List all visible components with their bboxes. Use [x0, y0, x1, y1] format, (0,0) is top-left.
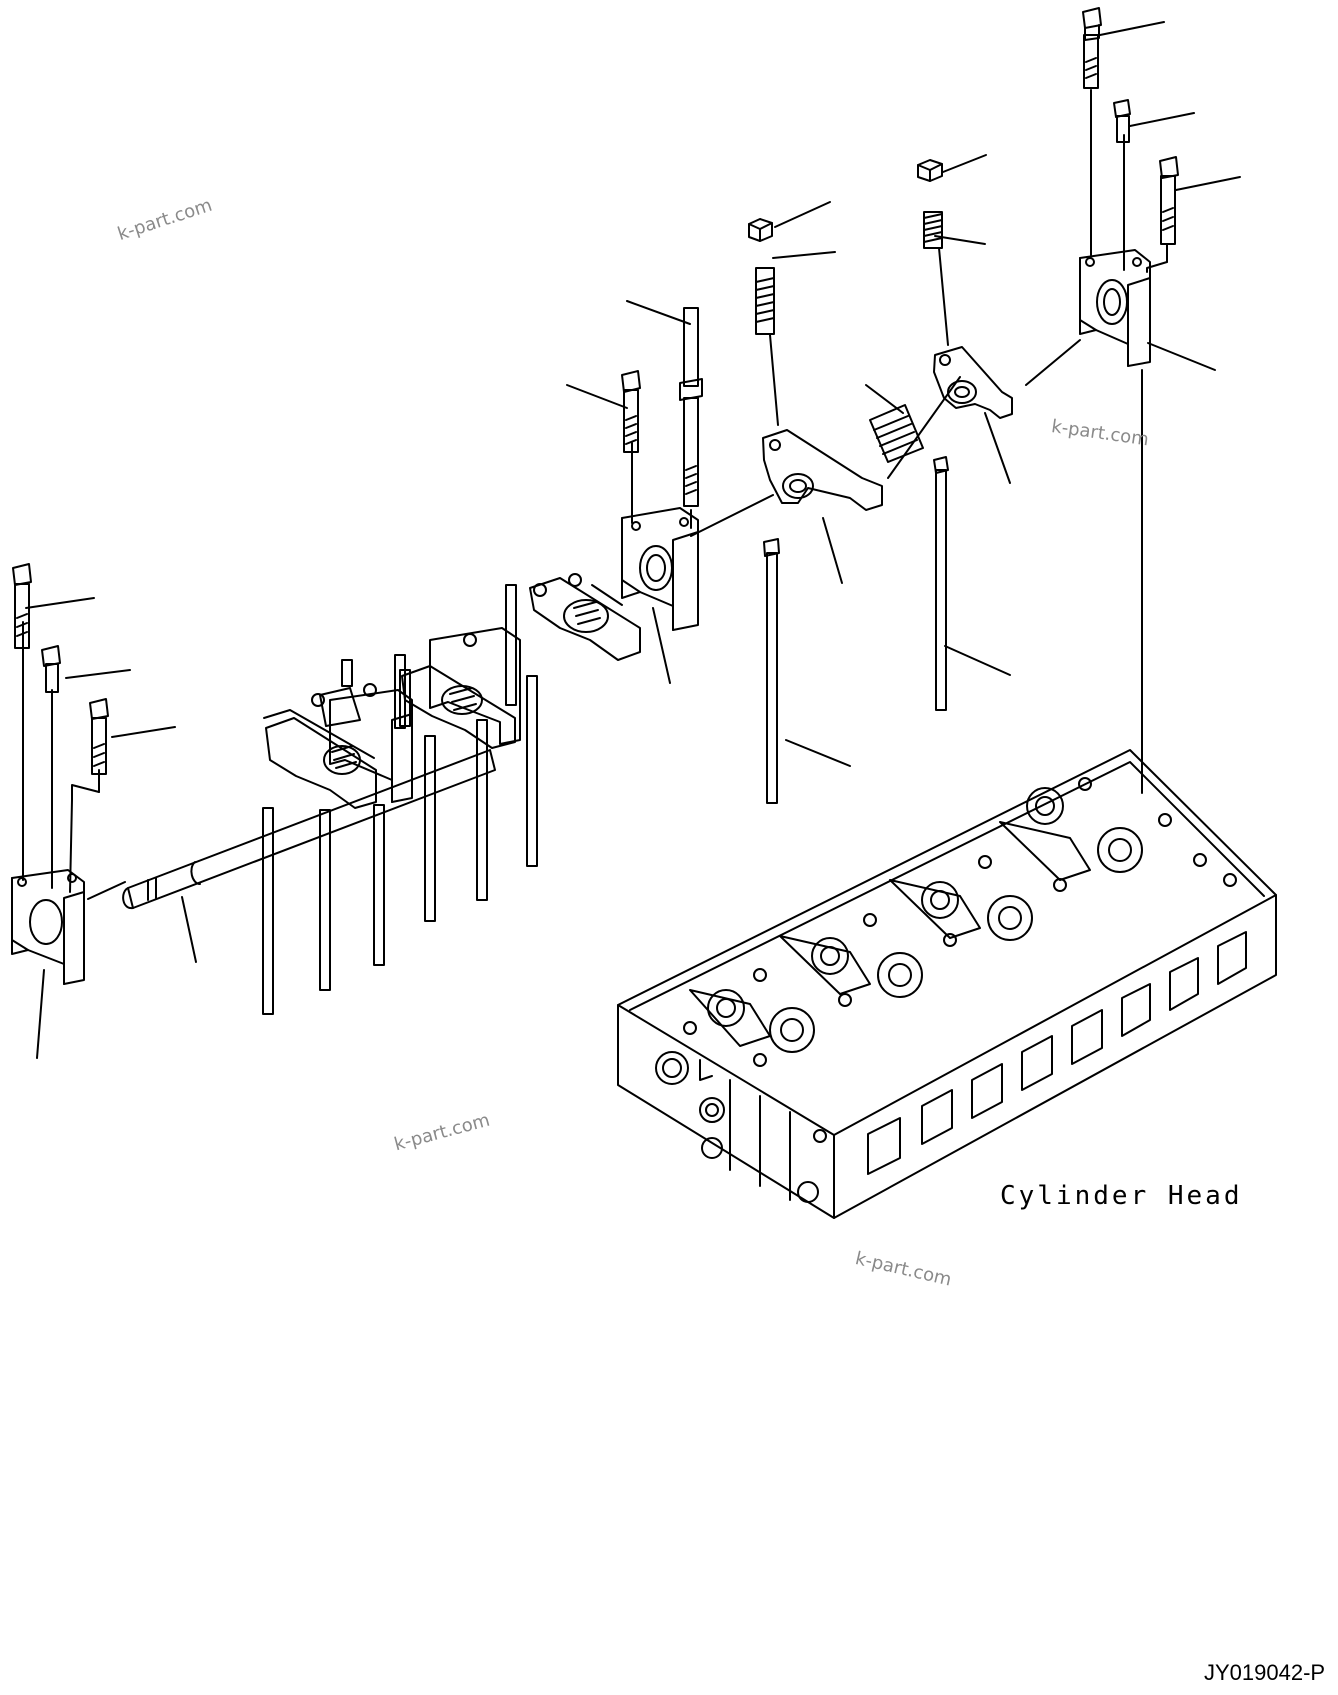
stud-bolt — [679, 307, 703, 507]
shaft-bracket-center — [621, 507, 699, 631]
bolt-right-medium — [1159, 156, 1179, 245]
push-rod-center — [763, 538, 780, 804]
spring-coil — [869, 404, 924, 463]
drawing-code: JY019042-P — [1204, 1660, 1326, 1685]
push-rod-right — [933, 456, 949, 711]
bolt-top-right-long — [1082, 7, 1102, 89]
bolt-left-long — [12, 563, 32, 649]
rocker-arm-right — [933, 346, 1013, 419]
adjusting-screw-middle — [755, 267, 775, 335]
rocker-arm-middle — [762, 429, 883, 511]
shaft-bracket-right — [1079, 249, 1151, 367]
rocker-shaft-assembly — [122, 573, 641, 910]
bolt-left-short — [41, 645, 61, 693]
leader-lines — [22, 21, 1241, 1059]
shaft-bracket-left — [11, 869, 85, 985]
adjusting-screw-right — [923, 211, 943, 249]
nut-right — [917, 159, 943, 182]
nut-middle — [748, 218, 773, 242]
push-rods-left-group — [262, 675, 538, 1015]
part-label-cylinder-head: Cylinder Head — [1000, 1181, 1243, 1211]
bolt-left-medium — [89, 698, 109, 775]
bolt-center — [621, 370, 641, 453]
cylinder-head — [617, 749, 1277, 1219]
bolt-top-right-short — [1113, 99, 1131, 143]
